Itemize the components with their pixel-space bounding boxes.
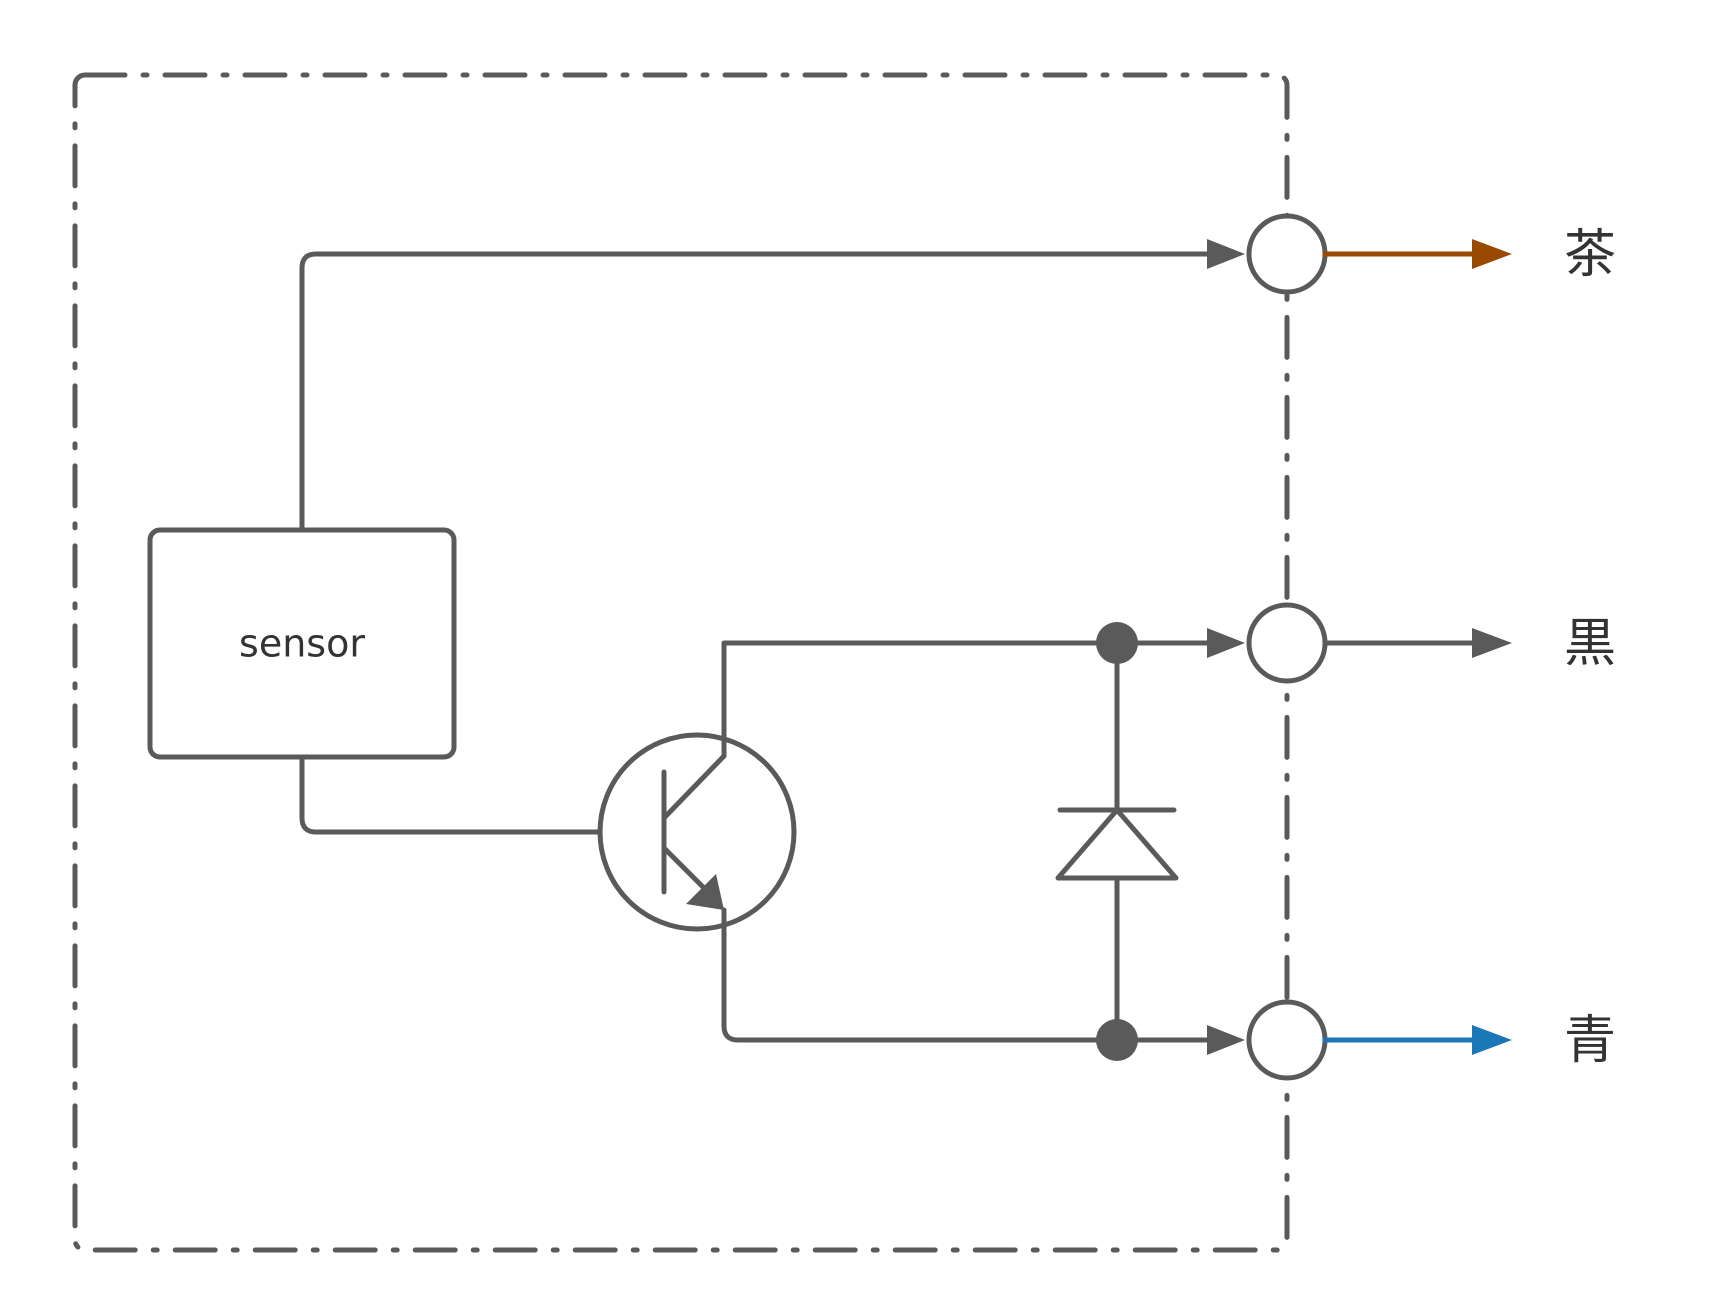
emitter-wire [721, 907, 1213, 1043]
junction-dot-output [1096, 622, 1138, 664]
terminal-brown [1246, 213, 1328, 295]
output-label-black: 黒 [1564, 614, 1616, 674]
sensor-label: sensor [239, 622, 365, 666]
output-arrow-blue [1472, 1025, 1512, 1055]
base-wire [299, 754, 603, 835]
diode-triangle-icon [1055, 807, 1179, 881]
emitter-wire-arrowhead [1207, 1025, 1245, 1055]
output-label-brown: 茶 [1564, 225, 1616, 285]
supply-wire-arrowhead [1207, 239, 1245, 269]
supply-wire [299, 251, 1213, 533]
transistor-collector-lead [661, 753, 727, 821]
junction-dot-ground [1096, 1019, 1138, 1061]
npn-transistor [597, 732, 797, 932]
collector-wire [721, 640, 1213, 759]
transistor-body [597, 732, 797, 932]
emitter-arrow-icon [686, 874, 724, 910]
output-arrow-brown [1472, 239, 1512, 269]
output-arrow-black [1472, 628, 1512, 658]
protection-diode [1055, 640, 1179, 1043]
output-label-blue: 青 [1564, 1011, 1616, 1071]
terminal-black [1246, 602, 1328, 684]
collector-wire-arrowhead [1207, 628, 1245, 658]
terminal-blue [1246, 999, 1328, 1081]
